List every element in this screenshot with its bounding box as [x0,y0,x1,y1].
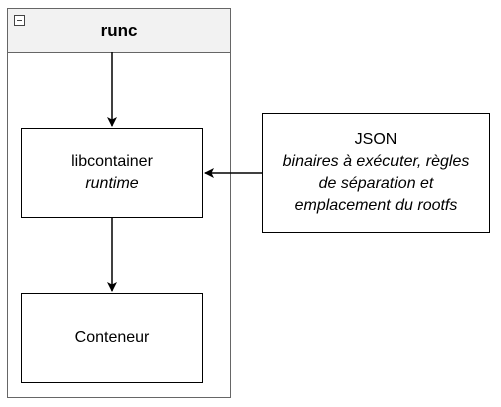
json-line-1: binaires à exécuter, règles [282,153,470,170]
json-line-3: emplacement du rootfs [294,197,458,214]
json-node[interactable]: JSON binaires à exécuter, règles de sépa… [262,113,490,233]
conteneur-title: Conteneur [74,329,150,346]
libcontainer-node[interactable]: libcontainer runtime [21,128,203,218]
libcontainer-title: libcontainer [71,153,153,170]
json-title: JSON [354,131,398,148]
json-line-2: de séparation et [318,175,434,192]
runc-container-title: runc [100,20,138,40]
collapse-toggle-icon[interactable] [14,15,25,26]
libcontainer-subtitle: runtime [85,175,139,192]
runc-container-header[interactable]: runc [8,9,230,53]
conteneur-node[interactable]: Conteneur [21,293,203,383]
